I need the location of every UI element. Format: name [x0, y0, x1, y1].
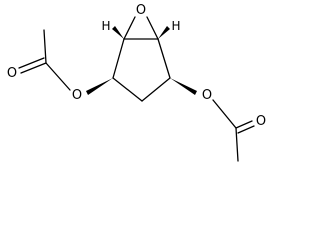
bond-ring-left-lower	[112, 77, 143, 102]
wedge-bond-right-o	[170, 78, 197, 95]
bond-right-co-double-2	[237, 125, 255, 134]
atom-hydrogen-left: H	[101, 19, 110, 33]
molecule-diagram: O H H O O O O	[7, 3, 266, 162]
wedge-bond-left-o	[86, 78, 113, 95]
atom-carbonyl-oxygen-right: O	[256, 114, 266, 129]
wedge-bond-right-h	[158, 26, 170, 39]
bond-epoxide-right	[146, 16, 159, 40]
bond-ring-right-lower	[141, 77, 171, 102]
bond-right-carbonyl-methyl	[235, 127, 239, 162]
wedge-bond-left-h	[112, 26, 124, 39]
bond-right-co-double-1	[235, 120, 253, 129]
atom-ester-oxygen-right: O	[202, 88, 212, 103]
atom-hydrogen-right: H	[171, 19, 180, 33]
bond-epoxide-left	[123, 16, 136, 40]
bond-left-carbonyl-methyl	[43, 29, 47, 64]
atom-ester-oxygen-left: O	[72, 88, 82, 103]
atom-epoxide-oxygen: O	[136, 3, 146, 18]
atom-carbonyl-oxygen-left: O	[7, 66, 17, 81]
bond-left-o-carbonylc	[45, 62, 71, 91]
bond-ring-right-upper	[157, 38, 171, 79]
bond-right-o-carbonylc	[212, 99, 237, 129]
bond-left-co-double-2	[18, 57, 45, 69]
bond-ring-left-upper	[112, 38, 125, 79]
bond-left-co-double-1	[20, 62, 47, 74]
structure-canvas: O H H O O O O	[6, 3, 267, 162]
